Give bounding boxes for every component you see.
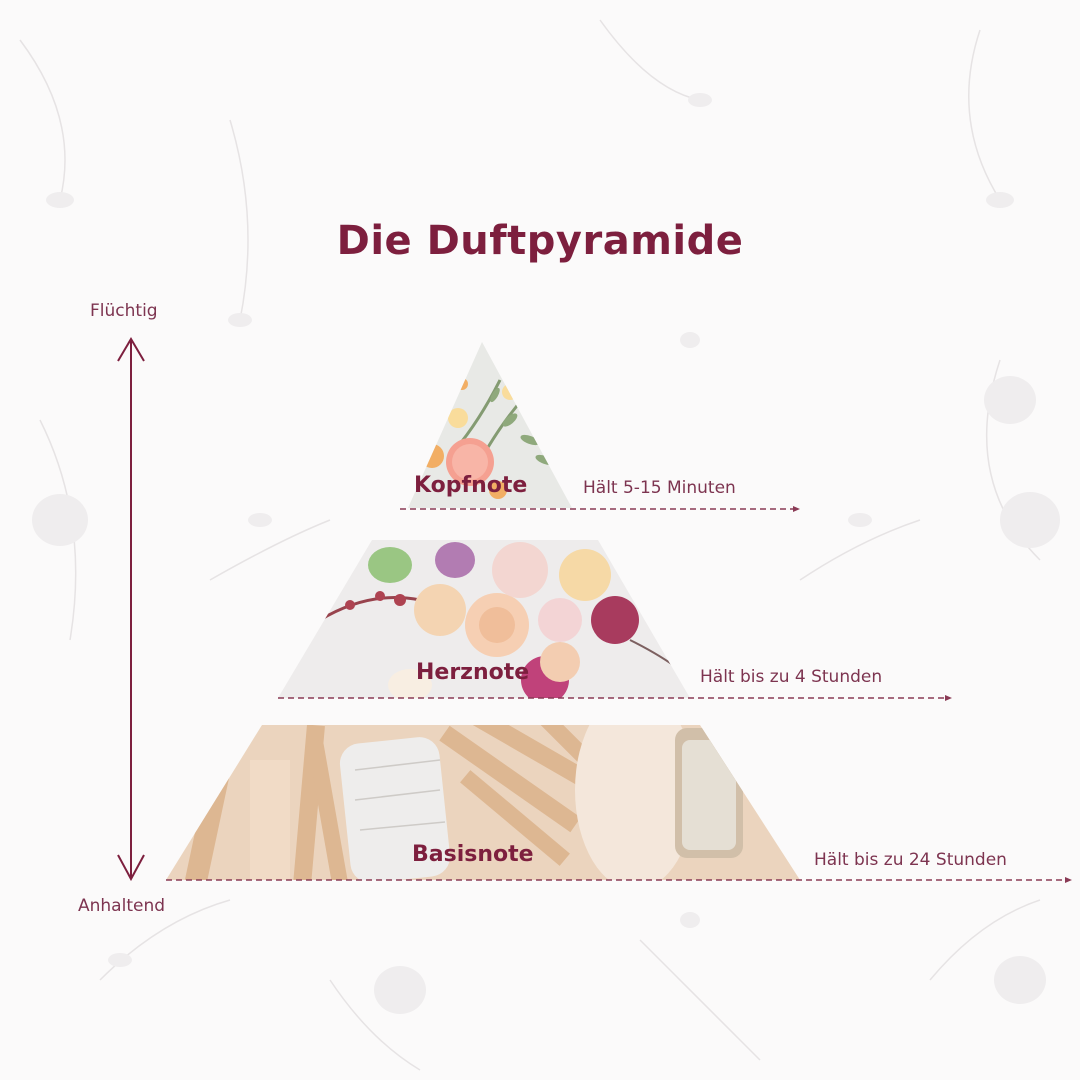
- tier-duration-kopfnote: Hält 5-15 Minuten: [583, 478, 736, 498]
- axis-top-label: Flüchtig: [90, 301, 158, 321]
- axis-bottom-label: Anhaltend: [78, 896, 166, 916]
- page-title: Die Duftpyramide: [336, 218, 744, 264]
- tier-duration-herznote: Hält bis zu 4 Stunden: [700, 667, 883, 687]
- double-arrow-icon: [117, 337, 145, 882]
- basisnote-image: [166, 725, 800, 880]
- tier-label-kopfnote: Kopfnote: [414, 473, 528, 498]
- tier-duration-basisnote: Hält bis zu 24 Stunden: [814, 850, 1007, 870]
- tier-label-basisnote: Basisnote: [412, 842, 534, 867]
- tier-label-herznote: Herznote: [416, 660, 530, 685]
